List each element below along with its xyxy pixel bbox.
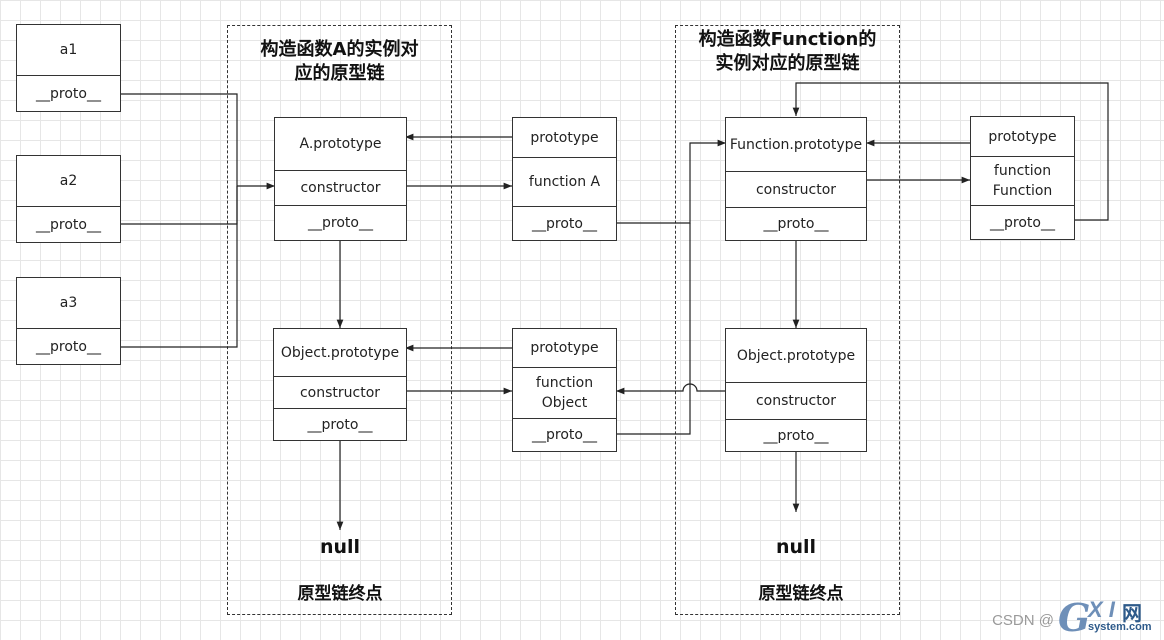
group-a-prototype-chain <box>227 25 452 615</box>
a-prototype-proto: __proto__ <box>275 205 406 240</box>
function-a-node: prototype function A __proto__ <box>512 117 617 241</box>
function-object-proto: __proto__ <box>513 418 616 451</box>
object-prototype-left-title: Object.prototype <box>280 344 400 361</box>
right-null-label: null <box>775 536 817 558</box>
group-function-prototype-chain <box>675 25 900 615</box>
object-prototype-right-constructor: constructor <box>726 382 866 419</box>
watermark: CSDN @ G X I 网 system.com <box>992 595 1158 640</box>
watermark-logo-g: G <box>1058 595 1091 640</box>
left-null-label: null <box>319 536 361 558</box>
instance-a1-proto: __proto__ <box>17 75 120 111</box>
function-prototype-proto: __proto__ <box>726 207 866 240</box>
function-function-prototype: prototype <box>988 128 1057 145</box>
function-function-name: function Function <box>971 156 1074 205</box>
function-object-prototype: prototype <box>530 340 599 356</box>
function-function-node: prototype function Function __proto__ <box>970 116 1075 240</box>
instance-a3-name: a3 <box>59 295 78 311</box>
instance-a1: a1 __proto__ <box>16 24 121 112</box>
object-prototype-right-proto: __proto__ <box>726 419 866 451</box>
right-end-label: 原型链终点 <box>758 584 844 604</box>
watermark-logo-wang: 网 <box>1122 601 1142 625</box>
function-prototype-node: Function.prototype constructor __proto__ <box>725 117 867 241</box>
function-object-name: function Object <box>513 367 616 418</box>
edge-a2-proto <box>120 186 238 225</box>
watermark-csdn: CSDN @ <box>992 612 1054 629</box>
a-prototype-title: A.prototype <box>299 136 382 152</box>
edge-function-a-proto <box>616 139 726 224</box>
instance-a3-proto: __proto__ <box>17 328 120 364</box>
instance-a2-proto: __proto__ <box>17 206 120 242</box>
function-prototype-constructor: constructor <box>726 171 866 207</box>
a-prototype-constructor: constructor <box>275 170 406 205</box>
instance-a1-name: a1 <box>59 42 78 58</box>
edge-right-object-constructor <box>616 383 726 395</box>
left-end-label: 原型链终点 <box>297 584 383 604</box>
group-a-title: 构造函数A的实例对 应的原型链 <box>260 39 419 84</box>
instance-a2: a2 __proto__ <box>16 155 121 243</box>
object-prototype-left-node: Object.prototype constructor __proto__ <box>273 328 407 441</box>
function-a-proto: __proto__ <box>513 206 616 240</box>
watermark-logo-site: system.com <box>1088 621 1152 633</box>
a-prototype-node: A.prototype constructor __proto__ <box>274 117 407 241</box>
watermark-logo-xi: X I <box>1088 597 1115 622</box>
object-prototype-right-title: Object.prototype <box>736 347 856 364</box>
function-object-node: prototype function Object __proto__ <box>512 328 617 452</box>
edge-a3-proto <box>120 186 238 348</box>
edge-a1-proto <box>120 93 238 186</box>
instance-a3: a3 __proto__ <box>16 277 121 365</box>
watermark-logo: G X I 网 system.com <box>1058 595 1158 640</box>
object-prototype-right-node: Object.prototype constructor __proto__ <box>725 328 867 452</box>
edge-function-function-proto <box>792 82 1109 221</box>
object-prototype-left-constructor: constructor <box>274 376 406 408</box>
object-prototype-left-proto: __proto__ <box>274 408 406 440</box>
function-a-prototype: prototype <box>530 129 599 146</box>
function-function-proto: __proto__ <box>971 205 1074 239</box>
edge-function-object-proto <box>616 223 691 435</box>
function-prototype-title: Function.prototype <box>729 136 863 153</box>
function-a-name: function A <box>513 157 616 206</box>
instance-a2-name: a2 <box>59 173 78 189</box>
group-function-title: 构造函数Function的 实例对应的原型链 <box>698 29 877 74</box>
